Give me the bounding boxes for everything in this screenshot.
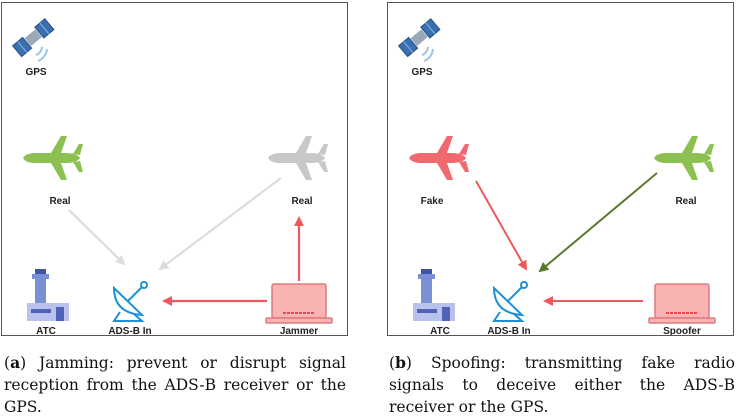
jamming-diagram: GPS Real Real ATC (11, 17, 333, 335)
gps-label: GPS (25, 67, 46, 78)
laptop-icon (265, 283, 333, 324)
satellite-dish-icon (112, 281, 148, 322)
caption-spoofing: (b) Spoofing: transmitting fake radio si… (389, 353, 735, 416)
real-signal-arrow (538, 172, 658, 273)
real-plane-left: Real (23, 136, 83, 207)
spoofer-label: Spoofer (663, 326, 701, 335)
fake-signal-arrow (475, 180, 527, 271)
caption-letter: a (10, 353, 21, 372)
control-tower-icon (27, 269, 69, 321)
jammer-label: Jammer (280, 326, 318, 335)
real-plane-right-label: Real (675, 196, 696, 207)
airplane-icon (23, 136, 83, 180)
caption-letter: b (395, 353, 406, 372)
caption-text: Spoofing: transmitting fake radio signal… (389, 354, 735, 416)
atc-tower: ATC (413, 269, 455, 335)
caption-text: Jamming: prevent or disrupt signal recep… (4, 354, 346, 416)
satellite-dish-icon (492, 281, 528, 322)
airplane-icon (268, 136, 328, 180)
control-tower-icon (413, 269, 455, 321)
real-plane-left-label: Real (49, 196, 70, 207)
airplane-icon (409, 136, 469, 180)
jammer-device: Jammer (265, 283, 333, 335)
gps-satellite: GPS (397, 17, 441, 78)
airplane-icon (654, 136, 714, 180)
adsb-label: ADS-B In (108, 326, 151, 335)
signal-arrow (68, 209, 126, 266)
fake-plane-label: Fake (421, 196, 444, 207)
panel-spoofing: GPS Fake Real ATC (387, 2, 734, 336)
real-plane-right-label: Real (291, 196, 312, 207)
fake-plane: Fake (409, 136, 469, 207)
real-plane-right: Real (654, 136, 714, 207)
panel-jamming: GPS Real Real ATC (1, 2, 348, 336)
real-plane-right: Real (268, 136, 328, 207)
atc-label: ATC (36, 326, 56, 335)
adsb-receiver: ADS-B In (487, 281, 531, 335)
satellite-icon (11, 17, 55, 62)
caption-jamming: (a) Jamming: prevent or disrupt signal r… (4, 353, 346, 416)
atc-tower: ATC (27, 269, 69, 335)
spoofing-diagram: GPS Fake Real ATC (397, 17, 716, 335)
adsb-label: ADS-B In (487, 326, 530, 335)
laptop-icon (648, 283, 716, 324)
spoofer-device: Spoofer (648, 283, 716, 335)
atc-label: ATC (430, 326, 450, 335)
gps-label: GPS (411, 67, 432, 78)
signal-arrow (158, 177, 282, 271)
satellite-icon (397, 17, 441, 62)
adsb-receiver: ADS-B In (108, 281, 152, 335)
gps-satellite: GPS (11, 17, 55, 78)
